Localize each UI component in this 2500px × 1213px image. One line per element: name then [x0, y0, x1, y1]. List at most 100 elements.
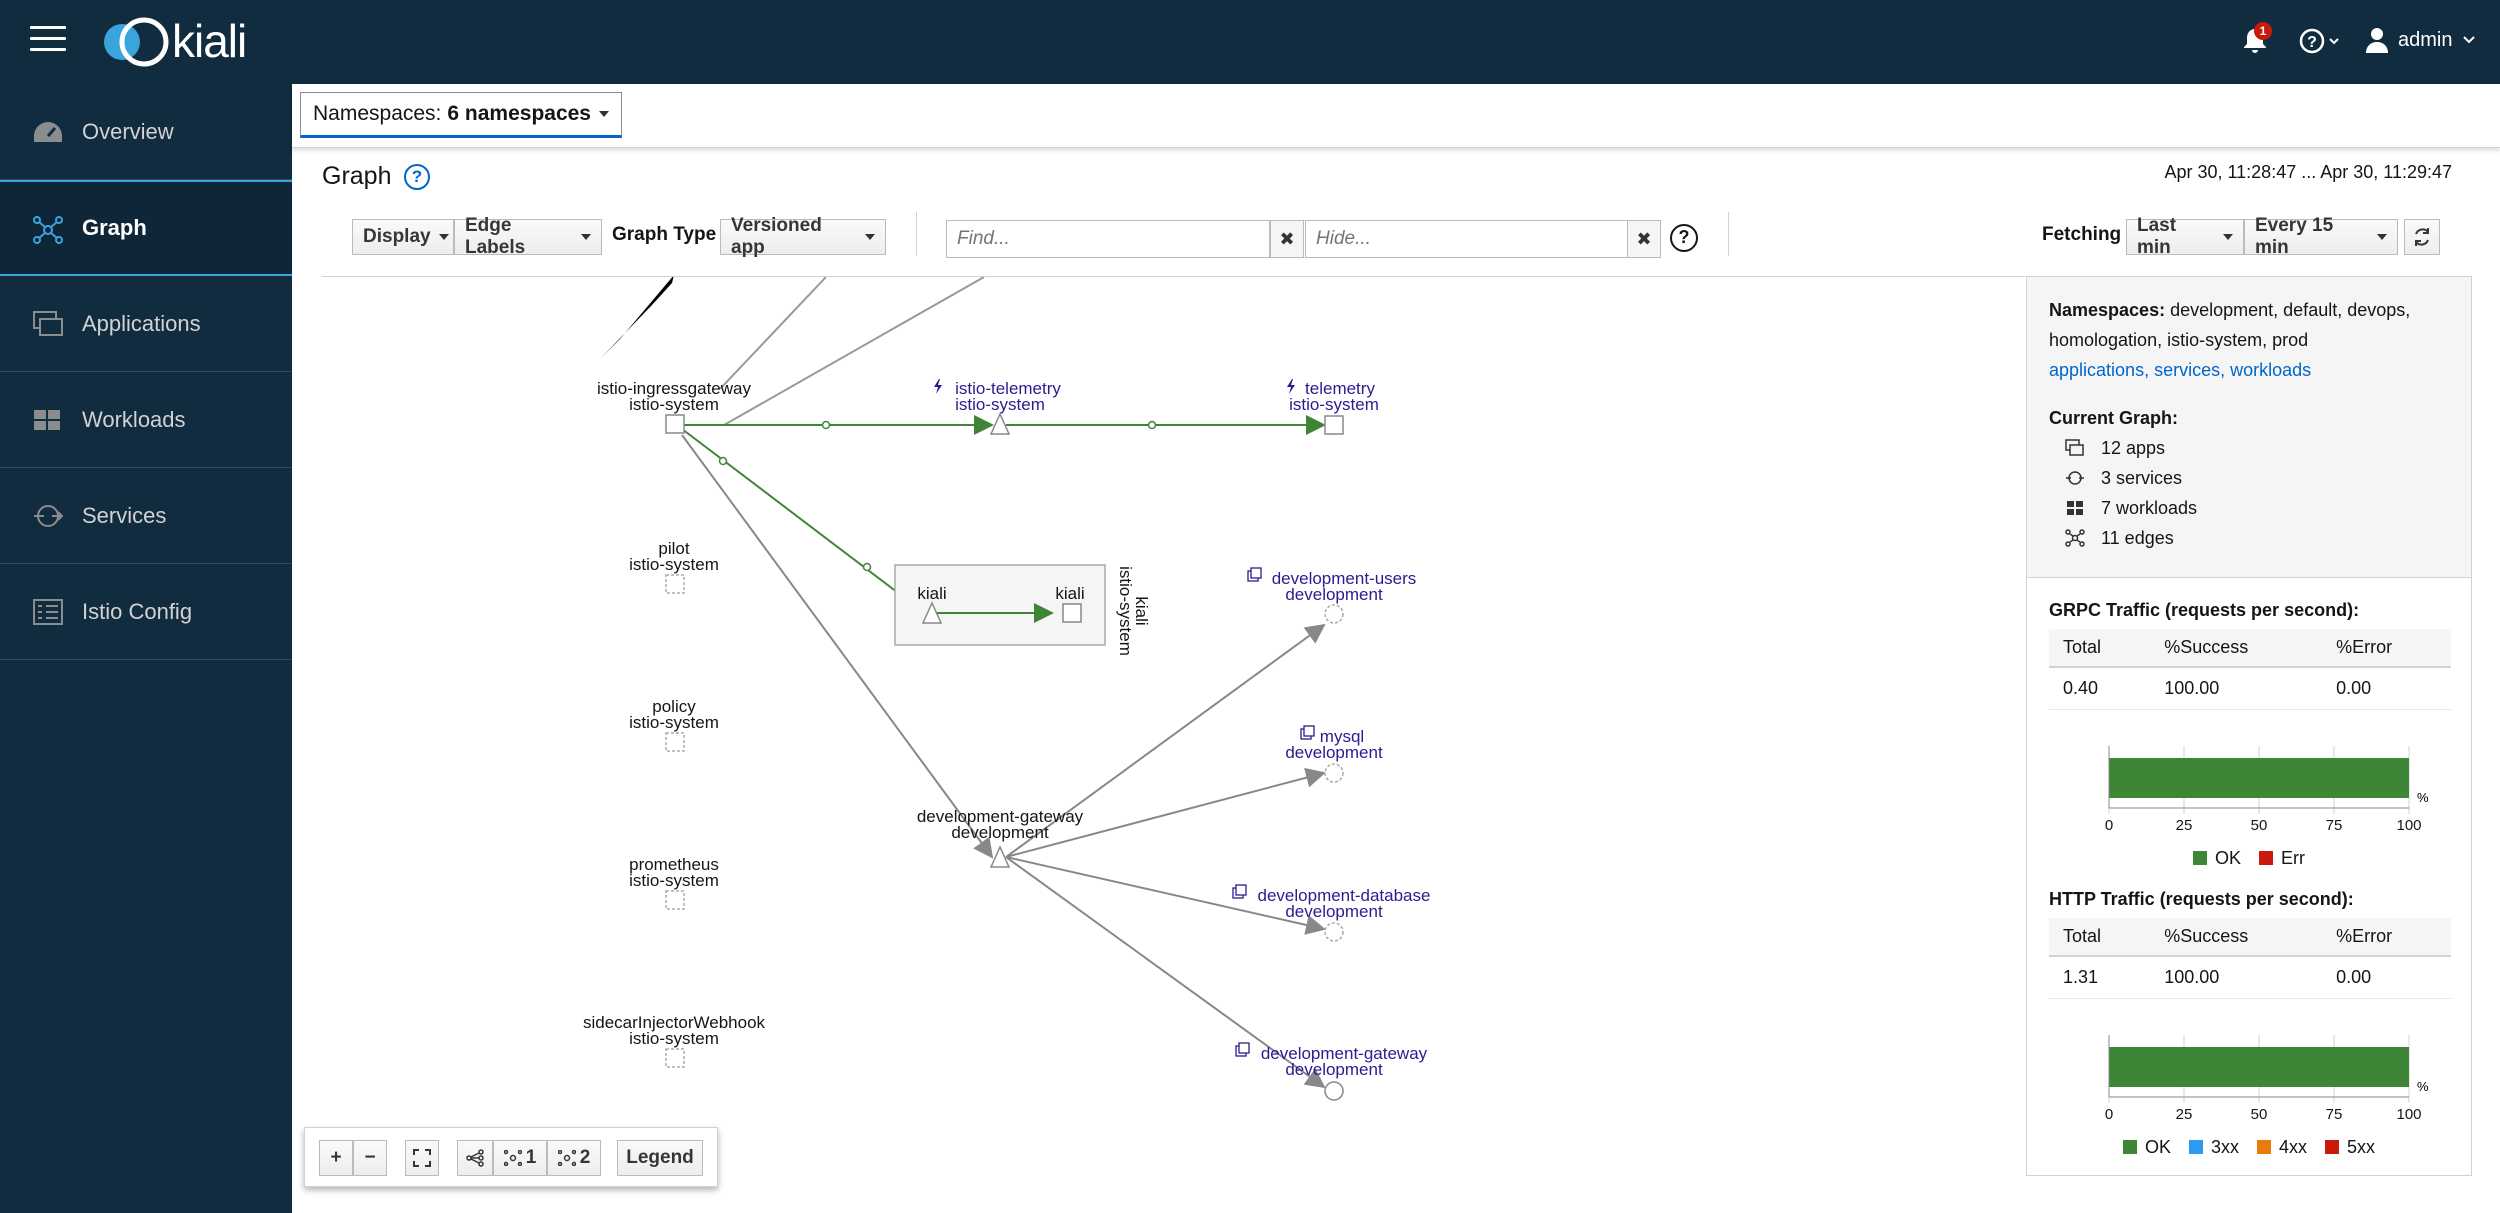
apps-count-text: 12 apps: [2101, 438, 2166, 458]
menu-toggle-icon[interactable]: [30, 26, 66, 56]
workload-icon: [1235, 884, 1247, 896]
node-label: development: [1285, 743, 1383, 762]
chevron-down-icon: [581, 234, 591, 240]
axis-unit: %: [2417, 1079, 2429, 1094]
workloads-link[interactable]: workloads: [2230, 360, 2312, 380]
kiali-logo-icon: [104, 17, 169, 67]
graph-edge[interactable]: [719, 277, 827, 390]
legend-button[interactable]: Legend: [617, 1140, 703, 1176]
refresh-button[interactable]: [2404, 219, 2440, 255]
edge-point: [1147, 420, 1157, 430]
graph-node[interactable]: [1324, 763, 1344, 783]
help-icon[interactable]: ?: [404, 164, 430, 190]
table-header: %Success: [2150, 629, 2323, 668]
sidebar-item-label: Workloads: [82, 406, 186, 432]
graph-node[interactable]: [1324, 922, 1344, 942]
graph-node[interactable]: [989, 412, 1011, 435]
clear-hide-icon[interactable]: ✖: [1627, 220, 1661, 258]
graph-edge[interactable]: [1005, 856, 1326, 935]
graph-node[interactable]: [665, 1048, 685, 1068]
expand-icon: [413, 1149, 431, 1167]
page-title: Graph: [322, 162, 392, 190]
zoom-to-fit-button[interactable]: [405, 1140, 439, 1176]
legend-ok: OK: [2122, 1137, 2171, 1158]
graph-canvas[interactable]: istio-ingressgateway istio-system pilot …: [322, 276, 2025, 1196]
http-ok-bar: [2109, 1047, 2409, 1087]
applications-link[interactable]: applications: [2049, 360, 2145, 380]
display-label: Display: [363, 226, 431, 247]
namespace-dropdown[interactable]: Namespaces: 6 namespaces: [300, 92, 622, 138]
sidebar-item-applications[interactable]: Applications: [0, 276, 292, 372]
zoom-out-button[interactable]: −: [353, 1140, 387, 1176]
graph-edge[interactable]: [681, 428, 924, 613]
kiali-logo[interactable]: kiali: [100, 12, 300, 72]
user-menu[interactable]: admin: [2366, 24, 2476, 56]
node-label: istio-system: [629, 713, 719, 732]
node-label: istio-system: [1289, 395, 1379, 414]
duration-value: Last min: [2137, 215, 2177, 258]
graph-type-value: Versioned app: [731, 215, 822, 258]
graph-node[interactable]: [665, 574, 685, 594]
duration-dropdown[interactable]: Last min: [2126, 215, 2244, 258]
summary-links: applications, services, workloads: [2049, 355, 2449, 385]
graph-node[interactable]: [665, 414, 685, 434]
refresh-icon: [2415, 228, 2429, 246]
sidebar-item-istio-config[interactable]: Istio Config: [0, 564, 292, 660]
table-cell: 0.00: [2322, 667, 2451, 710]
applications-icon: [33, 311, 63, 336]
graph-edge[interactable]: [1005, 767, 1326, 858]
hide-input[interactable]: [1305, 220, 1629, 258]
find-help-icon[interactable]: ?: [1670, 224, 1698, 252]
graph-node[interactable]: [665, 890, 685, 910]
graph-edge[interactable]: [1005, 856, 1326, 1089]
legend-label: 5xx: [2347, 1137, 2376, 1157]
graph-node[interactable]: [1062, 603, 1082, 623]
node-label: development-gateway: [917, 807, 1084, 826]
graph-type-dropdown[interactable]: Versioned app: [720, 215, 886, 258]
find-input[interactable]: [946, 220, 1270, 258]
svg-text:?: ?: [2307, 34, 2317, 51]
grpc-ok-bar: [2109, 758, 2409, 798]
zoom-in-button[interactable]: +: [319, 1140, 353, 1176]
layout-1-button[interactable]: 1: [493, 1140, 547, 1176]
graph-node[interactable]: [665, 732, 685, 752]
clear-find-icon[interactable]: ✖: [1270, 220, 1304, 258]
legend-button-label: Legend: [626, 1147, 694, 1168]
graph-svg: istio-ingressgateway istio-system pilot …: [583, 277, 1430, 1101]
sidebar-item-workloads[interactable]: Workloads: [0, 372, 292, 468]
graph-node[interactable]: [1324, 604, 1344, 624]
graph-edge[interactable]: [1005, 623, 1326, 858]
layout-2-button[interactable]: 2: [547, 1140, 601, 1176]
edge-labels-dropdown[interactable]: Edge Labels: [454, 215, 602, 258]
legend-label: OK: [2214, 848, 2241, 868]
graph-edge[interactable]: [723, 277, 985, 426]
layout-default-button[interactable]: [457, 1140, 493, 1176]
refresh-interval-dropdown[interactable]: Every 15 min: [2244, 215, 2398, 258]
graph-node[interactable]: [921, 601, 943, 624]
display-dropdown[interactable]: Display: [352, 219, 454, 255]
services-link[interactable]: services: [2154, 360, 2221, 380]
graph-node[interactable]: [1324, 1081, 1344, 1101]
bolt-icon: [1287, 379, 1295, 394]
sidebar-item-overview[interactable]: Overview: [0, 84, 292, 180]
node-label: policy: [652, 697, 696, 716]
applications-icon: [2065, 439, 2084, 456]
sidebar-item-graph[interactable]: Graph: [0, 180, 292, 276]
node-label: development-users: [1272, 569, 1417, 588]
namespaces-summary: Namespaces: development, default, devops…: [2049, 295, 2449, 355]
help-menu[interactable]: ?: [2298, 25, 2348, 57]
graph-node[interactable]: [1324, 415, 1344, 435]
layout-1-label: 1: [525, 1147, 537, 1168]
sidebar-item-services[interactable]: Services: [0, 468, 292, 564]
fetching-label: Fetching: [2042, 224, 2122, 245]
tachometer-icon: [34, 122, 62, 142]
graph-node[interactable]: [989, 845, 1011, 868]
namespace-value: 6 namespaces: [447, 102, 591, 125]
graph-edge[interactable]: [681, 434, 994, 859]
logo-text: kiali: [172, 15, 247, 67]
axis-unit: %: [2417, 790, 2429, 805]
tick-label: 50: [2251, 1106, 2268, 1123]
sidebar-item-label: Istio Config: [82, 598, 193, 624]
